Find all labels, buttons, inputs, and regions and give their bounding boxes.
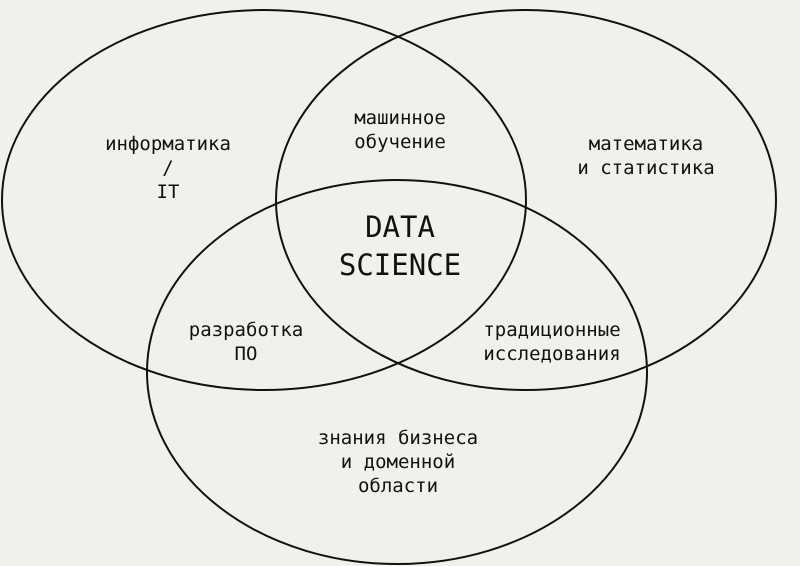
- label-data-science-line-1: DATA: [365, 210, 435, 244]
- label-informatics-line-3: IT: [156, 181, 180, 203]
- label-informatics: информатика / IT: [105, 132, 231, 204]
- circle-business: [146, 179, 648, 565]
- label-data-science-line-2: SCIENCE: [338, 248, 462, 282]
- label-machine-learning-line-2: обучение: [354, 131, 446, 153]
- label-software-dev-line-1: разработка: [188, 319, 304, 341]
- label-business-line-1: знания бизнеса: [317, 427, 479, 449]
- label-business-line-2: и доменной: [340, 451, 456, 473]
- label-informatics-line-1: информатика: [105, 133, 231, 155]
- label-traditional-research-line-2: исследования: [483, 343, 621, 365]
- label-traditional-research: традиционные исследования: [483, 318, 620, 366]
- label-machine-learning-line-1: машинное: [354, 107, 446, 129]
- circle-mathematics: [275, 9, 777, 391]
- label-business: знания бизнеса и доменной области: [318, 426, 478, 498]
- label-mathematics-line-2: и статистика: [577, 157, 715, 179]
- label-informatics-line-2: /: [162, 157, 174, 179]
- circle-informatics: [1, 9, 527, 391]
- label-machine-learning: машинное обучение: [354, 106, 446, 154]
- label-business-line-3: области: [357, 475, 439, 497]
- label-mathematics: математика и статистика: [577, 132, 714, 180]
- label-mathematics-line-1: математика: [588, 133, 704, 155]
- label-data-science: DATA SCIENCE: [339, 208, 461, 284]
- label-traditional-research-line-1: традиционные: [483, 319, 621, 341]
- label-software-dev-line-2: ПО: [234, 343, 258, 365]
- label-software-dev: разработка ПО: [189, 318, 303, 366]
